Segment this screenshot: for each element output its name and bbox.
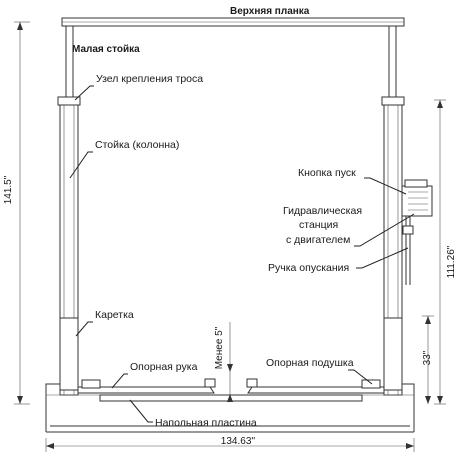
dim-height-lower-label: 33"	[422, 350, 433, 365]
dim-height-top-label: 111.26"	[446, 245, 457, 278]
dim-height-lower	[422, 315, 434, 404]
carriage-left	[59, 317, 79, 391]
hydraulic-station	[401, 179, 433, 217]
top-bar	[61, 17, 405, 27]
dim-less-5	[227, 322, 233, 402]
label-start-button: Кнопка пуск	[298, 167, 356, 179]
label-column: Стойка (колонна)	[95, 139, 179, 151]
label-hydraulic-3: с двигателем	[286, 234, 350, 246]
pointer-hydraulic	[354, 213, 415, 247]
dim-height-total	[14, 21, 30, 405]
hydraulic-hose	[402, 216, 414, 285]
pointer-start-button	[364, 177, 407, 195]
pointer-floor-plate	[129, 399, 153, 423]
dim-height-top	[434, 99, 446, 405]
label-carriage: Каретка	[95, 309, 134, 321]
label-small-post: Малая стойка	[72, 44, 140, 55]
label-floor-plate: Напольная пластина	[155, 417, 257, 429]
support-arm-left	[77, 378, 216, 394]
cable-node-right	[381, 96, 405, 106]
label-support-pad: Опорная подушка	[266, 357, 354, 369]
dim-less-5-label: Менее 5"	[214, 326, 225, 369]
pointer-carriage	[75, 321, 93, 337]
label-hydraulic-1: Гидравлическая	[283, 205, 362, 217]
label-support-arm: Опорная рука	[130, 361, 198, 373]
pointer-lowering-handle	[356, 247, 409, 269]
label-hydraulic-2: станция	[299, 219, 338, 231]
small-post-right	[388, 25, 397, 99]
support-arm-right	[246, 378, 385, 394]
dim-height-total-label: 141.5"	[3, 175, 14, 204]
pointer-cable-node	[74, 85, 94, 101]
dim-width-total-label: 134.63''	[221, 436, 255, 447]
pointer-column	[69, 151, 93, 179]
dim-width-total	[45, 438, 415, 452]
pointer-support-pad	[348, 369, 373, 385]
carriage-right	[383, 317, 403, 391]
pointer-support-arm	[111, 373, 128, 389]
label-top-bar: Верхняя планка	[230, 6, 310, 17]
small-post-left	[65, 25, 74, 99]
label-cable-node: Узел крепления троса	[96, 73, 203, 85]
label-lowering-handle: Ручка опускания	[268, 262, 349, 274]
